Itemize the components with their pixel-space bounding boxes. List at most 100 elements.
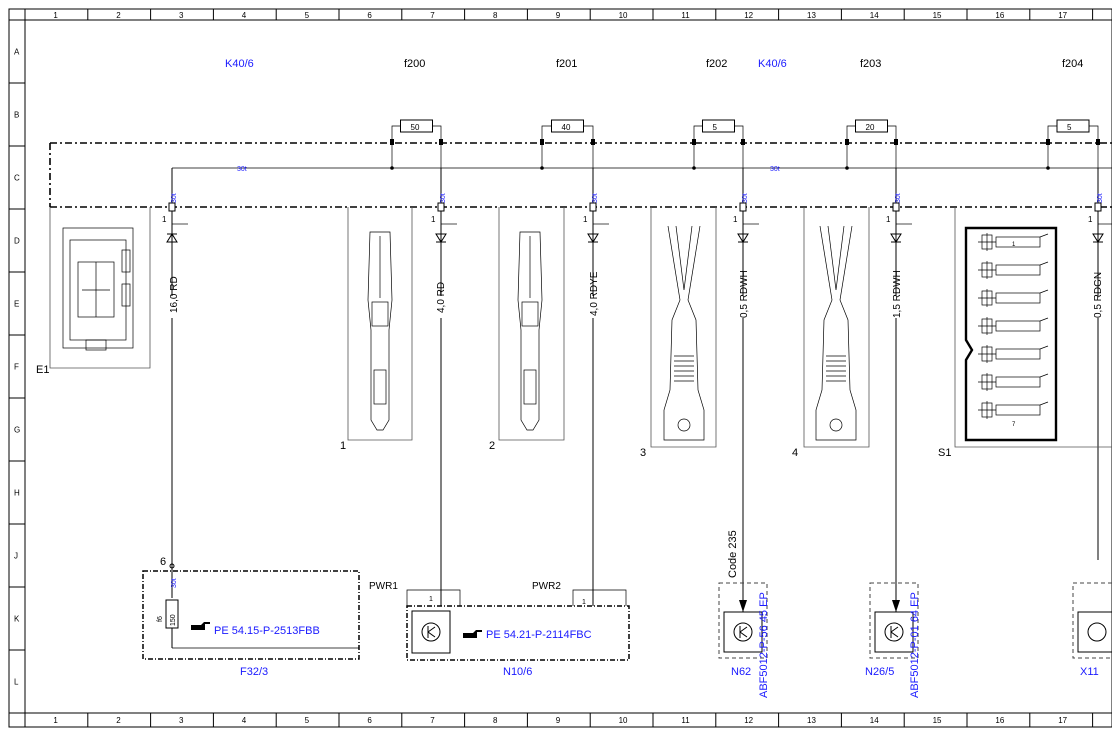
pin-1-label: 1 [583, 215, 588, 224]
column-index-label: 5 [305, 11, 310, 20]
wire-label-0-5-rdwh: 0,5 RDWH [739, 270, 750, 318]
component-label-n10-6[interactable]: N10/6 [503, 666, 532, 678]
diode-arrow-icon [890, 233, 902, 243]
fuse-terminal [439, 139, 443, 145]
connector-2-terminal-drawing [498, 207, 565, 441]
terminal-block [739, 202, 747, 212]
fuse-terminal [390, 139, 394, 145]
terminal-30t-label[interactable]: 30t [440, 193, 447, 203]
terminal-block [892, 202, 900, 212]
row-index-label: C [14, 174, 20, 183]
n26-reference-link[interactable]: ABF5012-P-01 64 EP [909, 592, 921, 698]
header-label-k40-6-a[interactable]: K40/6 [225, 58, 254, 70]
fuse-icon [702, 119, 735, 133]
row-index-label: D [14, 237, 20, 246]
diode-arrow-icon [587, 233, 599, 243]
terminal-block [168, 202, 176, 212]
fuse-icon [551, 119, 584, 133]
pin-1-label: 1 [162, 215, 167, 224]
row-index-label: K [14, 615, 20, 624]
terminal-30t-label[interactable]: 30t [171, 193, 178, 203]
wire-label-4-0-rd: 4,0 RD [436, 282, 447, 313]
fuse-rating-f204: 5 [1067, 123, 1072, 132]
header-label-f202: f202 [706, 58, 727, 70]
diode-arrow-icon [166, 233, 178, 243]
column-index-label: 14 [870, 716, 879, 725]
fuse-f203: 20 [845, 119, 898, 207]
connector-1-terminal-drawing [347, 207, 413, 441]
fuse-icon [855, 119, 888, 133]
column-index-label: 11 [681, 716, 690, 725]
circuit-wire: 30t 1 [886, 168, 912, 612]
terminal-30t-label[interactable]: 30t [742, 193, 749, 203]
column-index-label: 8 [493, 716, 498, 725]
n10-pwr1-label: PWR1 [369, 581, 398, 592]
connector-label-2: 2 [489, 440, 495, 452]
row-index-label: J [14, 552, 18, 561]
connector-label-s1: S1 [938, 447, 951, 459]
column-index-label: 9 [556, 716, 561, 725]
fuse-terminal [845, 139, 849, 145]
column-index-label: 12 [744, 716, 753, 725]
fuse-rating-f202: 5 [713, 123, 718, 132]
f32-reference-link[interactable]: PE 54.15-P-2513FBB [214, 625, 320, 637]
fuse-terminal [1096, 139, 1100, 145]
pin-1-label: 1 [431, 215, 436, 224]
component-label-f32-3[interactable]: F32/3 [240, 666, 268, 678]
circuit-wire: 30t 1 [431, 168, 457, 606]
column-index-label: 2 [116, 716, 121, 725]
circuit-wire: 30t 1 [583, 168, 609, 606]
column-index-label: 8 [493, 11, 498, 20]
connector-label-e1: E1 [36, 364, 49, 376]
fuse-icon [1056, 119, 1090, 133]
column-index-label: 16 [995, 11, 1004, 20]
fuse-terminal [540, 139, 544, 145]
diode-arrow-icon [737, 233, 749, 243]
wire-label-4-0-rdye: 4,0 RDYE [589, 271, 600, 316]
component-n26-5: ABF5012-P-01 64 EP [869, 582, 921, 698]
f32-terminal-30t[interactable]: 30t [171, 578, 178, 588]
column-index-label: 10 [619, 11, 628, 20]
row-index-label: H [14, 489, 20, 498]
column-index-label: 13 [807, 716, 816, 725]
column-index-label: 9 [556, 11, 561, 20]
column-index-label: 12 [744, 11, 753, 20]
diode-arrow-icon [435, 233, 447, 243]
n10-reference-link[interactable]: PE 54.21-P-2114FBC [486, 629, 592, 641]
row-index-label: E [14, 300, 19, 309]
fuse-terminal [591, 139, 595, 145]
terminal-30t-label[interactable]: 30t [895, 193, 902, 203]
n10-pwr2-label: PWR2 [532, 581, 561, 592]
bus-label-right[interactable]: 30t [770, 166, 780, 173]
connector-label-4: 4 [792, 447, 798, 459]
circuit-wire: 30t 1 [162, 168, 188, 566]
wire-arrow-icon [739, 600, 747, 612]
terminal-30t-label[interactable]: 30t [1097, 193, 1104, 203]
column-index-label: 11 [681, 11, 690, 20]
n10-pin-1-b: 1 [582, 599, 586, 606]
component-label-n26-5[interactable]: N26/5 [865, 666, 894, 678]
wire-label-0-5-rdgn: 0,5 RDGN [1093, 272, 1104, 318]
terminal-block [589, 202, 597, 212]
fuse-rating-f201: 40 [562, 123, 571, 132]
s1-pin-1-label: 1 [1012, 242, 1016, 248]
fuse-f200: 50 [390, 119, 443, 207]
circuit-group: 30t 1 30t 1 30t 1 30t 1 30t 1 30t 1 [162, 168, 1112, 612]
terminal-30t-label[interactable]: 30t [592, 193, 599, 203]
component-label-n62[interactable]: N62 [731, 666, 751, 678]
n62-reference-link[interactable]: ABF5012-P-56 45 EP [758, 592, 770, 698]
row-index-label: G [14, 426, 20, 435]
component-label-x11[interactable]: X11 [1080, 666, 1099, 678]
f32-fuse-id: f6 [157, 616, 164, 622]
bus-label-left[interactable]: 30t [237, 166, 247, 173]
header-label-f201: f201 [556, 58, 577, 70]
row-index-label: L [14, 678, 19, 687]
header-label-k40-6-b[interactable]: K40/6 [758, 58, 787, 70]
pin-1-label: 1 [886, 215, 891, 224]
terminal-block [1094, 202, 1102, 212]
